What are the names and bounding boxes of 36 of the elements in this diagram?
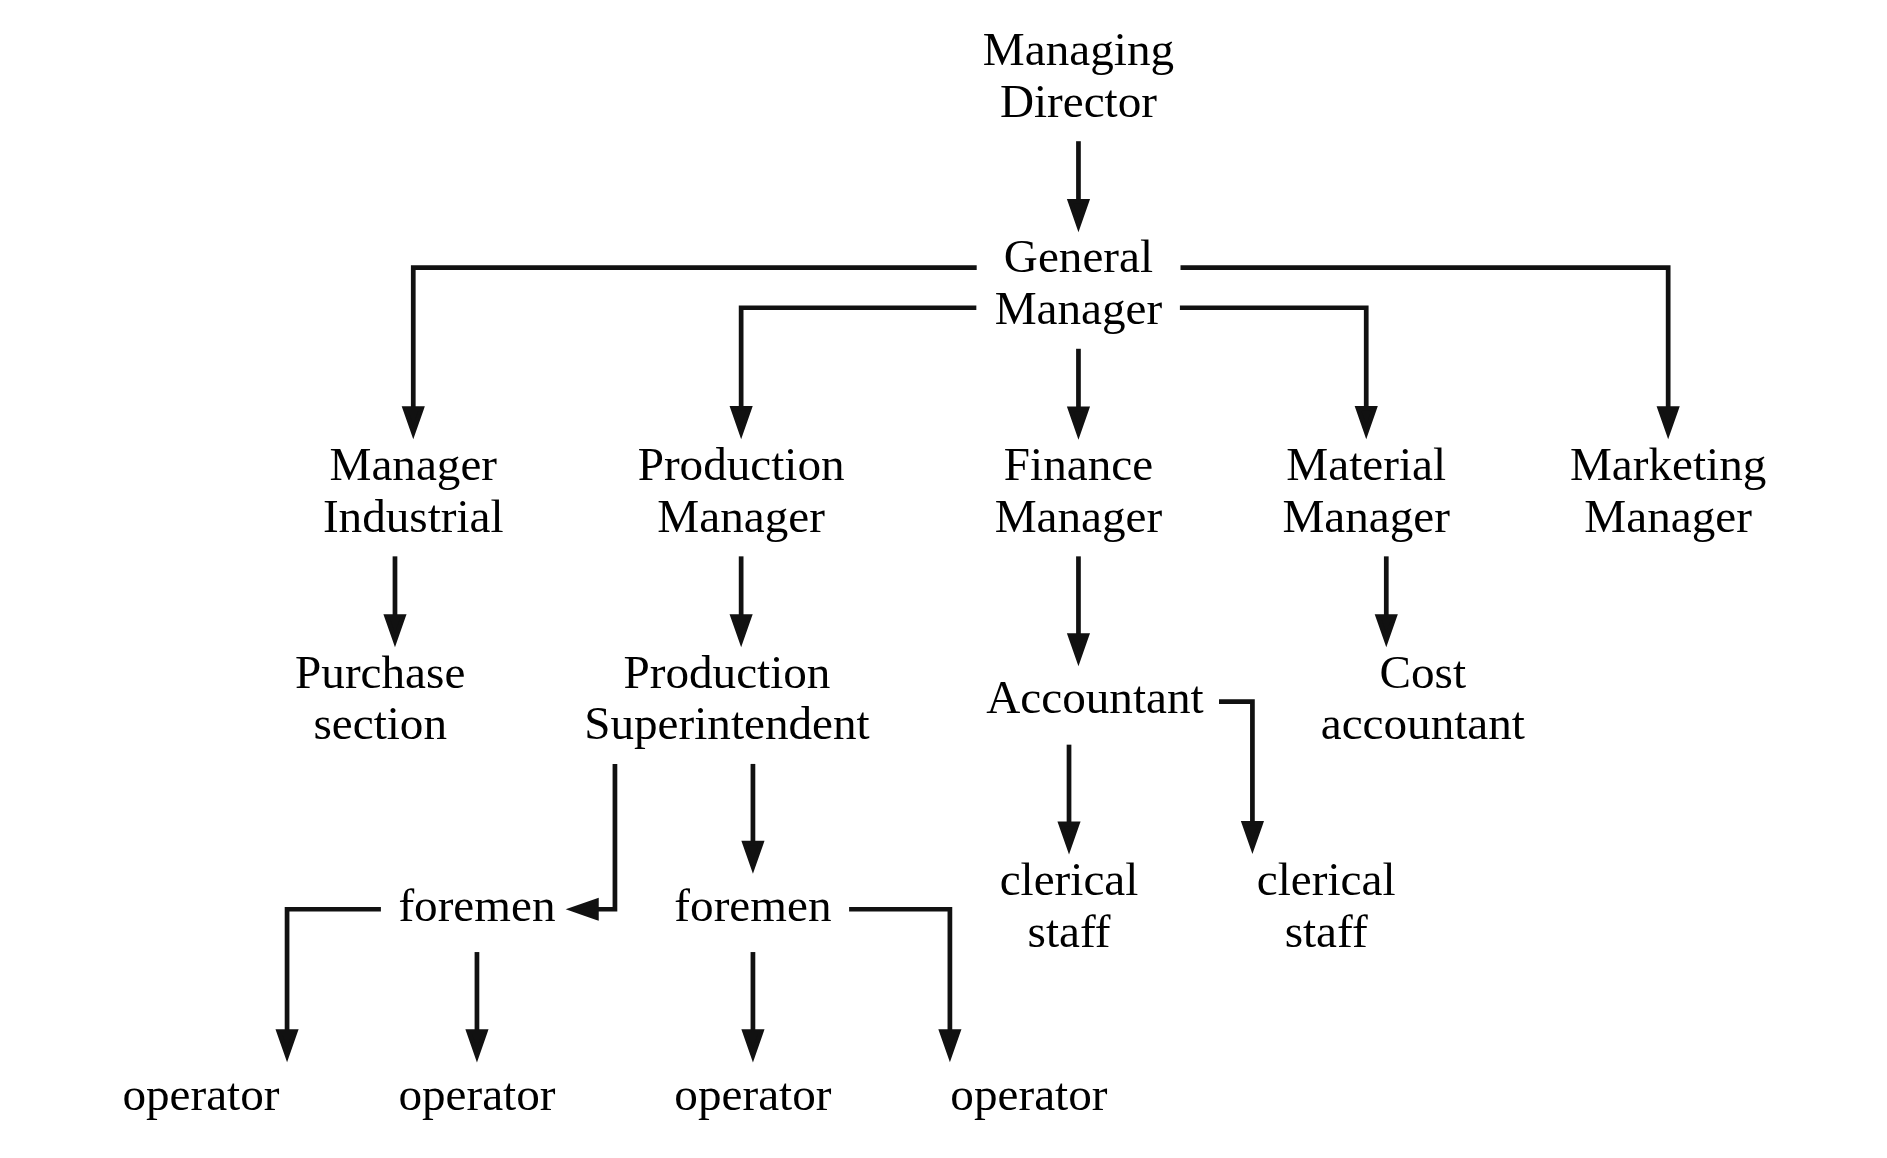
arrow <box>1056 744 1081 855</box>
node-text: Production Superintendent <box>583 645 870 750</box>
node-text: Production Manager <box>637 437 845 542</box>
node-text: clerical staff <box>999 853 1138 957</box>
node-text: Finance Manager <box>994 437 1162 542</box>
node-text: clerical staff <box>1256 853 1395 957</box>
node-text: Accountant <box>985 671 1204 724</box>
arrow <box>740 763 764 874</box>
arrow <box>1066 348 1090 440</box>
arrow <box>1066 141 1090 233</box>
arrow <box>565 763 617 921</box>
arrow <box>464 952 489 1063</box>
node-text: Managing Director <box>982 22 1174 127</box>
arrow <box>729 556 753 648</box>
node-text: Material Manager <box>1281 437 1450 542</box>
node-text: Manager Industrial <box>322 437 504 542</box>
arrow <box>1180 265 1680 440</box>
node-text: operator <box>121 1067 280 1120</box>
node-text: Purchase section <box>294 645 465 750</box>
arrow <box>1179 305 1378 440</box>
node-text: General Manager <box>994 230 1162 335</box>
arrow <box>1374 556 1398 648</box>
arrow <box>275 906 381 1063</box>
arrow <box>740 952 764 1063</box>
node-text: Cost accountant <box>1320 645 1525 750</box>
node-text: operator <box>397 1067 556 1120</box>
node-text: operator <box>673 1067 831 1120</box>
arrow <box>1066 556 1090 667</box>
arrow <box>729 305 976 440</box>
node-text: foremen <box>397 879 556 932</box>
node-text: foremen <box>673 879 831 932</box>
arrow <box>401 265 977 440</box>
node-text: Marketing Manager <box>1569 437 1766 542</box>
node-text: operator <box>949 1067 1107 1120</box>
arrow <box>382 556 407 648</box>
arrow <box>848 906 961 1063</box>
